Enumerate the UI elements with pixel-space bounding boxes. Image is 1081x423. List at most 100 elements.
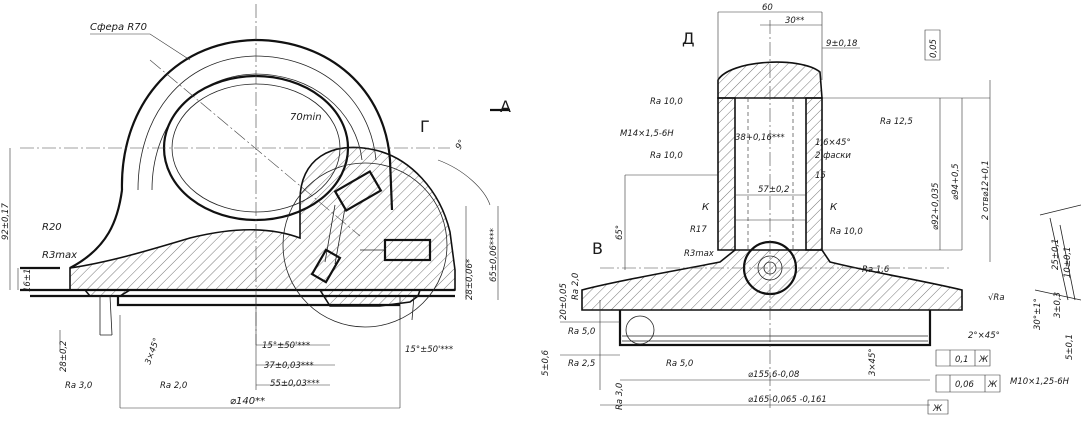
label-ra-20: Ra 2,0 bbox=[571, 273, 581, 300]
right-section-view: 60 30** 9±0,18 0,05 Д Ra 10,0 M14×1,5-6H… bbox=[541, 3, 1081, 415]
label-datum-zh1: Ж bbox=[978, 355, 989, 365]
label-angle-9: 9° bbox=[454, 138, 467, 151]
left-flank bbox=[69, 189, 124, 269]
label-r3max-right: R3max bbox=[684, 249, 715, 259]
fitting-lower bbox=[310, 238, 432, 284]
left-body-section bbox=[69, 146, 456, 307]
label-tol-01: 0,1 bbox=[955, 355, 969, 365]
label-k-left: К bbox=[702, 202, 710, 213]
label-h-5: 5±0,6 bbox=[541, 349, 551, 376]
label-tol-005: 0,05 bbox=[929, 39, 939, 58]
label-chamfer-2: 2°×45° bbox=[968, 331, 1000, 341]
label-r20: R20 bbox=[42, 222, 62, 233]
base-step bbox=[116, 296, 400, 307]
left-dim-lines bbox=[9, 148, 401, 409]
label-d-25: 25±0,1 bbox=[1051, 239, 1061, 270]
label-chamfer-16: 1,6×45° bbox=[815, 138, 851, 148]
label-d-15: 15 bbox=[815, 171, 826, 181]
left-diagonal-axis bbox=[149, 59, 361, 237]
label-view-a: А bbox=[500, 97, 511, 116]
label-d-3: 3±0,3 bbox=[1053, 292, 1063, 318]
label-ra-100c: Ra 10,0 bbox=[830, 227, 863, 237]
label-datum-zh3: Ж bbox=[932, 404, 943, 414]
label-ra-14: √Ra bbox=[988, 293, 1005, 303]
label-sphere: Сфера R70 bbox=[90, 22, 147, 33]
right-flange-lines bbox=[622, 335, 928, 342]
label-thread-m10: M10×1,25-6H bbox=[1010, 377, 1070, 387]
label-ra-30: Ra 3,0 bbox=[65, 381, 92, 391]
label-view-d: Д bbox=[682, 29, 695, 48]
label-ra-50b: Ra 5,0 bbox=[666, 359, 693, 369]
label-d-60: 60 bbox=[762, 3, 773, 13]
label-h-28: 28±0,2 bbox=[59, 341, 69, 372]
label-angle-15a: 15°±50'*** bbox=[262, 341, 310, 351]
label-d-38: 38+0,16*** bbox=[735, 133, 785, 143]
label-ra-16: Ra 1,6 bbox=[862, 265, 890, 275]
detail-circle-v bbox=[625, 315, 655, 345]
right-wall-left bbox=[717, 97, 736, 251]
label-h-16: 16±1 bbox=[23, 269, 33, 292]
right-flange bbox=[618, 310, 932, 347]
label-d-37: 37±0,03*** bbox=[264, 361, 314, 371]
ring-inner bbox=[151, 73, 363, 191]
tol-box-005 bbox=[924, 29, 941, 61]
label-dia-165: ⌀165-0,065 -0,161 bbox=[748, 395, 827, 405]
label-angle-15b: 15°±50'*** bbox=[405, 345, 453, 355]
left-section-view: Сфера R70 70min Г А 9° R20 R3max 92±0,17… bbox=[1, 4, 511, 409]
label-two-chamfers: 2 фаски bbox=[815, 151, 851, 161]
label-ra-20: Ra 2,0 bbox=[160, 381, 187, 391]
ring-mid bbox=[137, 55, 377, 191]
label-angle-65: 65° bbox=[615, 225, 625, 240]
label-section-g: Г bbox=[420, 117, 430, 136]
label-h-65: 65±0,06**** bbox=[489, 228, 499, 282]
label-r3max: R3max bbox=[42, 250, 77, 261]
label-d-57: 57±0,2 bbox=[758, 185, 789, 195]
label-h-92: 92±0,17 bbox=[1, 203, 11, 240]
datum-box bbox=[927, 399, 949, 415]
right-inner-dims bbox=[624, 174, 806, 270]
label-dia-94: ⌀94+0,5 bbox=[951, 163, 961, 200]
label-datum-zh2: Ж bbox=[987, 380, 998, 390]
left-dim-lines-2 bbox=[256, 344, 335, 386]
label-section-v: В bbox=[592, 239, 603, 258]
label-ra-100b: Ra 10,0 bbox=[650, 151, 683, 161]
label-h-20: 20±0,05 bbox=[559, 283, 569, 320]
base-recess bbox=[99, 295, 415, 336]
label-thread-m: M14×1,5-6H bbox=[620, 129, 674, 139]
detail-circle-g bbox=[282, 162, 448, 328]
label-tol-9: 9±0,18 bbox=[826, 39, 858, 49]
label-h-28b: 28±0,06* bbox=[465, 259, 475, 300]
label-d-55: 55±0,03*** bbox=[270, 379, 320, 389]
label-angle-3x45: 3×45° bbox=[868, 348, 878, 376]
label-ra-30: Ra 3,0 bbox=[615, 383, 625, 410]
label-ra-50a: Ra 5,0 bbox=[568, 327, 595, 337]
right-bottom-dims bbox=[560, 300, 930, 406]
label-r17: R17 bbox=[690, 225, 707, 235]
label-dia-92: ⌀92+0,035 bbox=[931, 183, 941, 230]
right-top-dims bbox=[717, 11, 860, 80]
tol-box-006 bbox=[935, 374, 1001, 393]
label-inner-radius: 70min bbox=[290, 112, 322, 123]
right-side-dims bbox=[822, 80, 991, 262]
label-d-10: 10±0,1 bbox=[1063, 247, 1073, 278]
label-ra-25: Ra 2,5 bbox=[568, 359, 595, 369]
label-d-30: 30** bbox=[785, 16, 804, 26]
right-top-cap bbox=[717, 61, 823, 99]
label-chamfer: 3×45° bbox=[143, 337, 162, 366]
left-leader-lines bbox=[90, 33, 499, 300]
fitting-upper bbox=[324, 169, 383, 265]
label-d-5: 5±0,1 bbox=[1065, 334, 1075, 360]
partial-detail-view bbox=[1034, 204, 1081, 301]
label-ra-100a: Ra 10,0 bbox=[650, 97, 683, 107]
label-ra-125: Ra 12,5 bbox=[880, 117, 913, 127]
angle-arc bbox=[437, 159, 491, 206]
label-dia-140: ⌀140** bbox=[230, 396, 265, 407]
tol-box-01 bbox=[935, 349, 991, 367]
base-lines bbox=[20, 266, 455, 298]
label-angle-30: 30°±1° bbox=[1033, 298, 1043, 330]
label-holes-2: 2 отв⌀12+0,1 bbox=[981, 160, 991, 220]
label-dia-1556: ⌀155,6-0,08 bbox=[748, 370, 800, 380]
ring-outer bbox=[120, 38, 394, 211]
label-k-right: К bbox=[830, 202, 838, 213]
